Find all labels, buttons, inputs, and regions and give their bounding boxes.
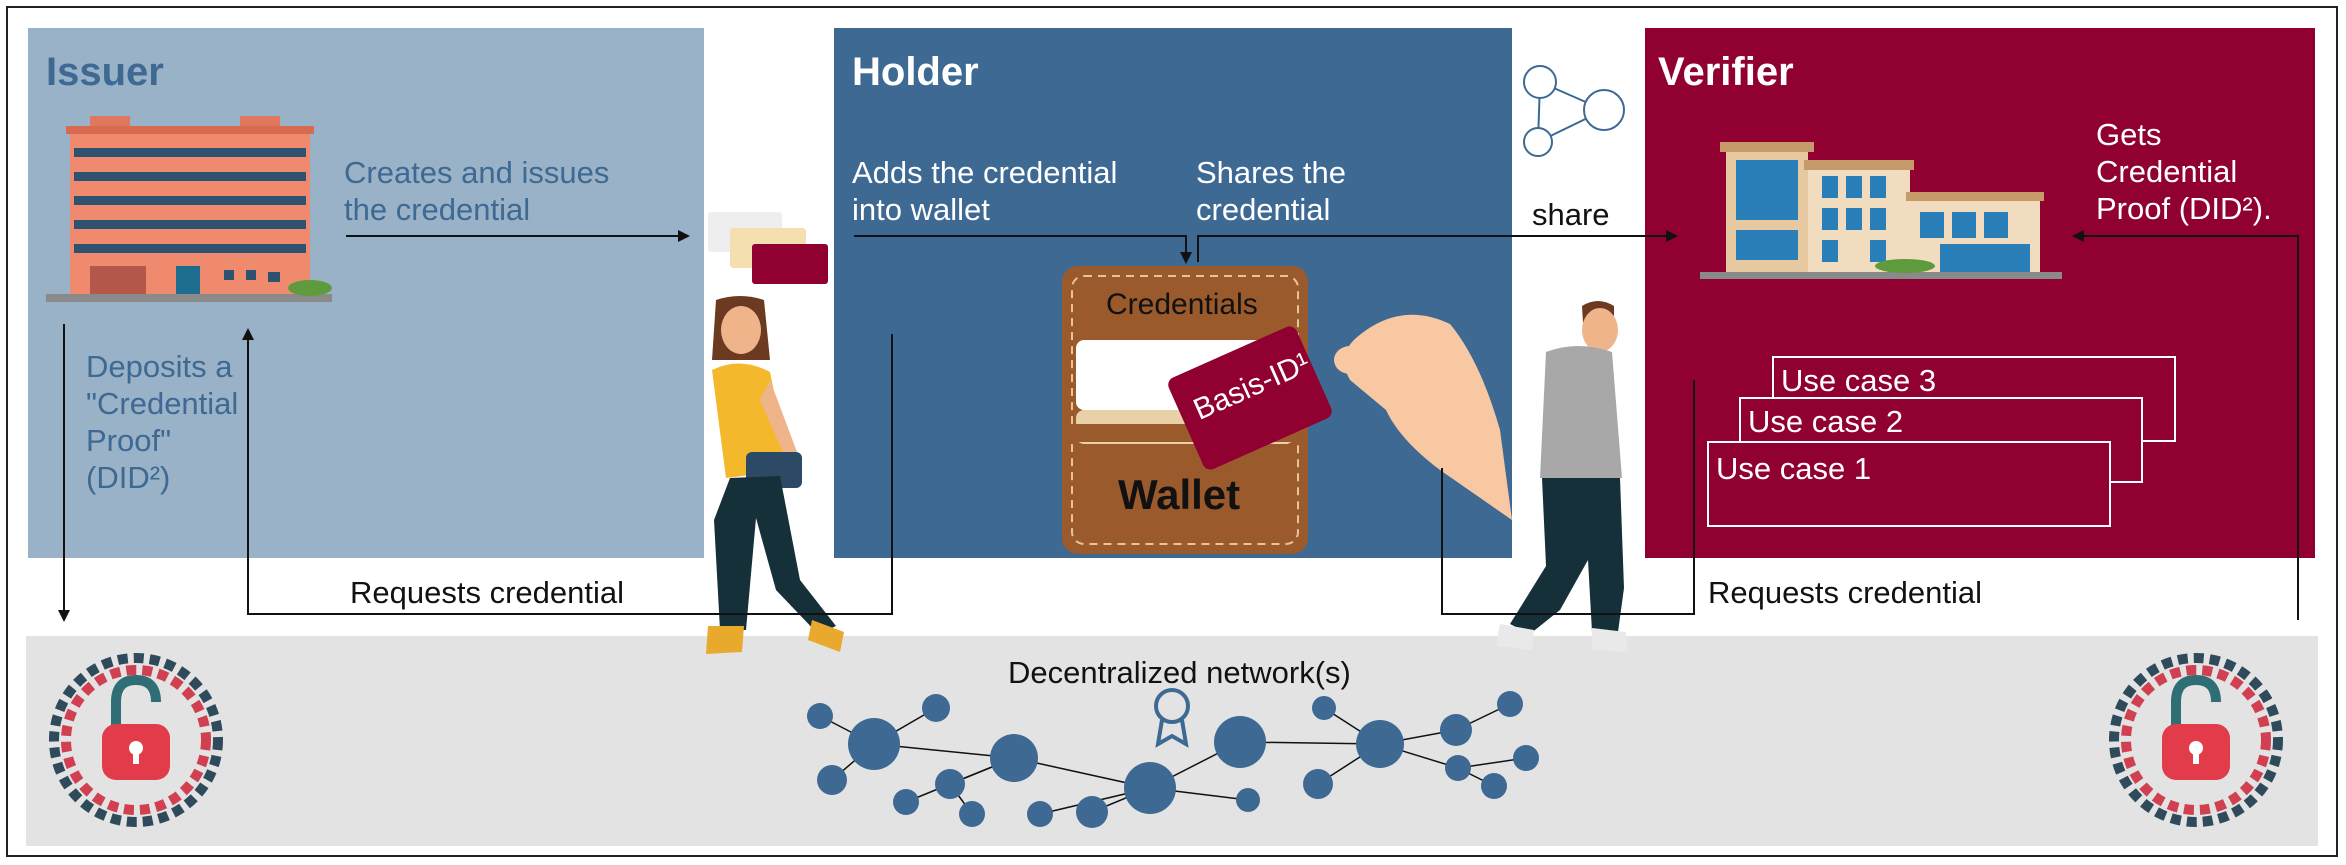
figure-frame bbox=[6, 6, 2338, 857]
lock-icon-left bbox=[49, 653, 223, 827]
use-case-1-label: Use case 1 bbox=[1716, 451, 1872, 486]
wallet-header-text: Credentials bbox=[1106, 288, 1258, 321]
network-band bbox=[26, 636, 2318, 846]
certificate-ribbon-icon bbox=[1154, 688, 1190, 748]
issuer-deposit-text: Deposits a "Credential Proof" (DID²) bbox=[86, 349, 239, 495]
woman-walking-figure bbox=[706, 296, 844, 654]
man-walking-figure bbox=[1496, 301, 1628, 652]
share-label: share bbox=[1532, 197, 1610, 232]
holder-share-text: Shares the credential bbox=[1196, 155, 1346, 227]
use-case-1-box bbox=[1707, 441, 2111, 527]
credential-cards-icon bbox=[708, 212, 828, 284]
basis-id-card bbox=[1168, 326, 1332, 470]
verifier-request-text: Requests credential bbox=[1708, 575, 1982, 610]
lock-icon-right bbox=[2109, 653, 2283, 827]
verifier-gets-text: Gets Credential Proof (DID²). bbox=[2096, 117, 2272, 226]
issuer-building-icon bbox=[46, 116, 332, 302]
network-graph bbox=[807, 691, 1539, 828]
flow-arrows bbox=[58, 230, 2299, 622]
holder-title: Holder bbox=[852, 50, 979, 94]
network-label: Decentralized network(s) bbox=[1008, 655, 1351, 690]
issuer-action-text: Creates and issues the credential bbox=[344, 155, 610, 227]
use-case-3-label: Use case 3 bbox=[1781, 363, 1937, 398]
issuer-title: Issuer bbox=[46, 50, 164, 94]
use-case-2-label: Use case 2 bbox=[1748, 404, 1904, 439]
holder-add-text: Adds the credential into wallet bbox=[852, 155, 1118, 227]
issuer-request-text: Requests credential bbox=[350, 575, 624, 610]
verifier-title: Verifier bbox=[1658, 50, 1794, 94]
verifier-building-icon bbox=[1700, 142, 2062, 279]
wallet-label-text: Wallet bbox=[1118, 471, 1241, 518]
share-icon bbox=[1523, 65, 1625, 157]
hand-illustration bbox=[1334, 314, 1512, 520]
